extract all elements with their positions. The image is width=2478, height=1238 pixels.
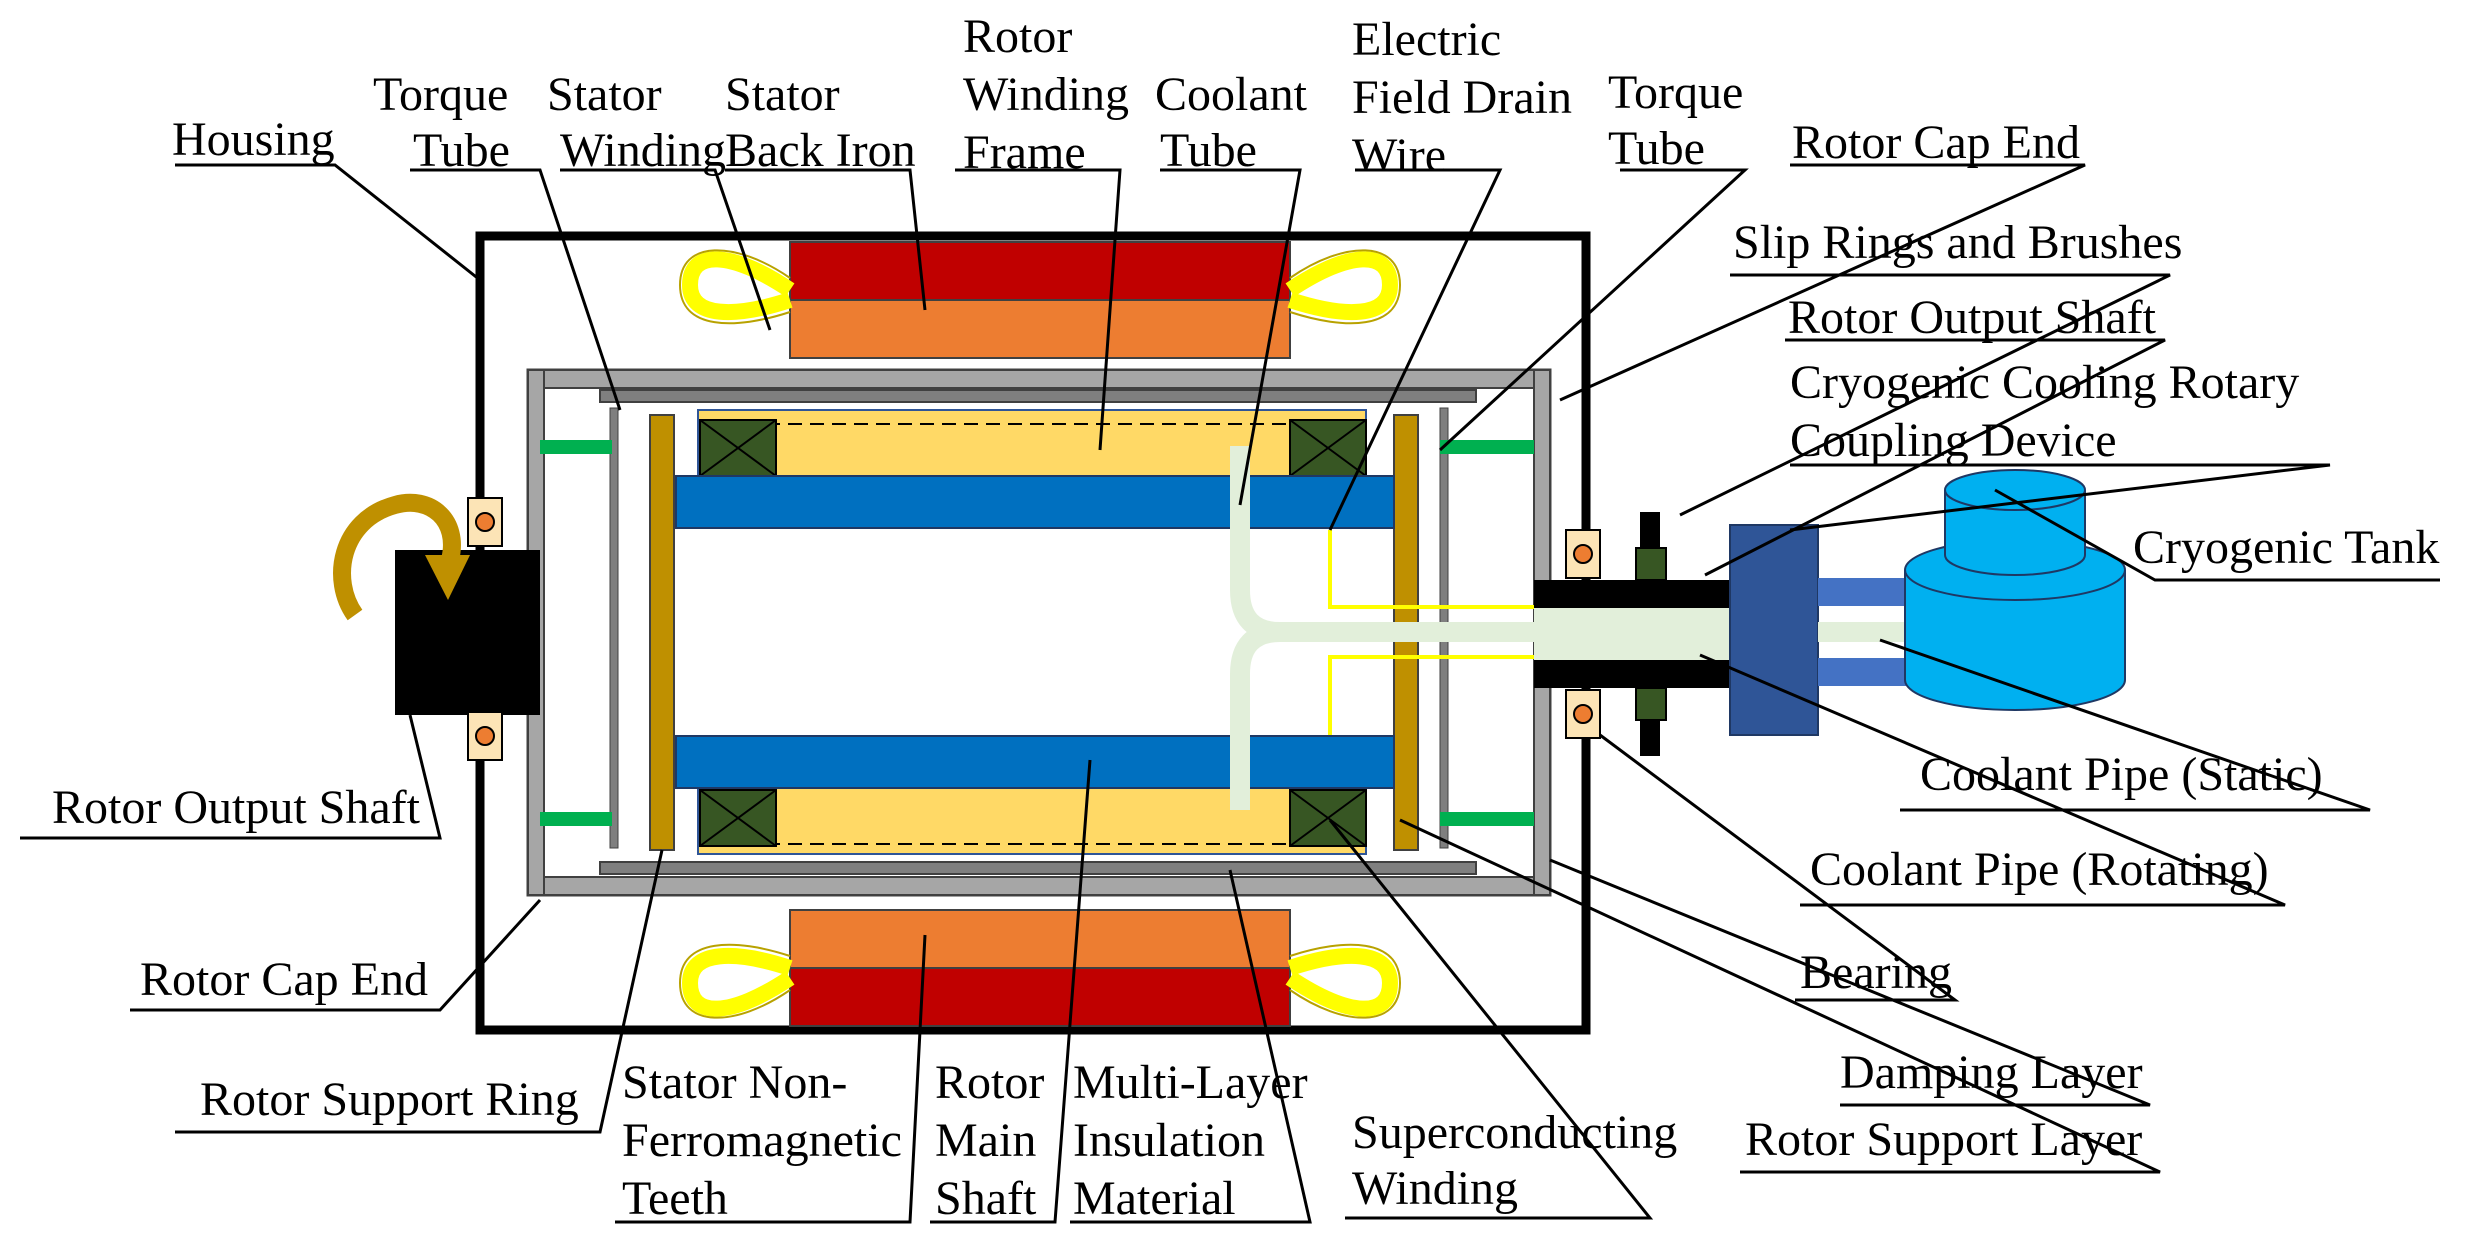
- shaft-passage-green: [1534, 608, 1734, 660]
- damping-layer-top-right: [1440, 440, 1534, 454]
- label-coolant-tube: Coolant Tube: [1155, 68, 1319, 177]
- label-rotor-cap-end-top: Rotor Cap End: [1792, 116, 2080, 169]
- stator-back-iron-top: [789, 241, 1291, 301]
- superconducting-coil-bottom-left: [699, 789, 777, 847]
- coolant-pipe-rotating: [1818, 622, 1926, 642]
- label-rotor-main-shaft: Rotor Main Shaft: [935, 1056, 1056, 1225]
- label-slip-rings-and-brushes: Slip Rings and Brushes: [1733, 216, 2182, 269]
- label-stator-back-iron: Stator Back Iron: [725, 68, 916, 177]
- rotor-output-shaft-right-bottom: [1534, 660, 1734, 688]
- stator-winding-bottom: [789, 909, 1291, 969]
- end-winding-top-right: [1285, 251, 1399, 321]
- label-rotor-cap-end-bottom: Rotor Cap End: [140, 953, 428, 1006]
- label-rotor-output-shaft-right: Rotor Output Shaft: [1788, 291, 2157, 344]
- bearing-left-bottom: [467, 711, 503, 761]
- label-coolant-pipe-rotating: Coolant Pipe (Rotating): [1810, 843, 2269, 896]
- stator-winding-top: [789, 299, 1291, 359]
- label-bearing: Bearing: [1800, 946, 1952, 999]
- label-cryogenic-tank: Cryogenic Tank: [2133, 521, 2439, 574]
- label-superconducting-winding: Superconducting Winding: [1352, 1106, 1689, 1215]
- label-rotor-output-shaft-left: Rotor Output Shaft: [52, 781, 421, 834]
- rotor-cap-end-bottom-bar: [527, 876, 1551, 896]
- label-housing: Housing: [172, 113, 335, 166]
- end-winding-bottom-left: [681, 947, 795, 1017]
- multi-layer-insulation-bottom: [599, 861, 1477, 875]
- damping-layer-top-left: [540, 440, 612, 454]
- rotor-output-shaft-right-top: [1534, 580, 1734, 608]
- end-winding-bottom-right: [1285, 947, 1399, 1017]
- slip-ring-bottom: [1635, 687, 1667, 721]
- bearing-right-top: [1565, 529, 1601, 579]
- superconducting-coil-bottom-right: [1289, 789, 1367, 847]
- rotation-arrow-icon: [333, 493, 470, 621]
- torque-tube-left: [609, 407, 619, 849]
- end-winding-bottom-right-outline: [1289, 943, 1402, 1019]
- label-rotor-support-ring: Rotor Support Ring: [200, 1073, 579, 1126]
- superconducting-coil-top-right: [1289, 419, 1367, 477]
- damping-layer-bottom-right: [1440, 812, 1534, 826]
- end-winding-bottom-left-outline: [678, 943, 791, 1019]
- label-torque-tube-left: Torque Tube: [373, 68, 520, 177]
- cryogenic-tank: [1904, 469, 2126, 711]
- bearing-right-bottom: [1565, 689, 1601, 739]
- coolant-tube: [1230, 446, 1925, 810]
- label-damping-layer: Damping Layer: [1840, 1046, 2143, 1099]
- label-stator-winding: Stator Winding: [547, 68, 726, 177]
- end-winding-top-right-outline: [1289, 249, 1402, 325]
- label-rotor-support-layer: Rotor Support Layer: [1745, 1113, 2142, 1166]
- label-multi-layer-insulation: Multi-Layer Insulation Material: [1073, 1056, 1320, 1225]
- rotor-output-shaft-left: [395, 550, 540, 715]
- superconducting-coil-top-left: [699, 419, 777, 477]
- damping-layer-bottom-left: [540, 812, 612, 826]
- label-cryogenic-cooling-rotary-coupling: Cryogenic Cooling Rotary Coupling Device: [1790, 356, 2311, 467]
- end-winding-top-left: [681, 251, 795, 321]
- slip-ring-top: [1635, 547, 1667, 581]
- label-rotor-winding-frame: Rotor Winding Frame: [963, 10, 1141, 179]
- end-winding-top-left-outline: [678, 249, 791, 325]
- multi-layer-insulation-top: [599, 389, 1477, 403]
- slip-ring-brush-bottom: [1640, 720, 1660, 756]
- rotor-winding-frame-top: [697, 409, 1367, 477]
- bearing-left-top: [467, 497, 503, 547]
- rotor-main-shaft-bottom: [675, 735, 1395, 789]
- rotor-main-shaft-top: [675, 475, 1395, 529]
- slip-ring-brush-top: [1640, 512, 1660, 548]
- stator-back-iron-bottom: [789, 967, 1291, 1027]
- label-torque-tube-right: Torque Tube: [1608, 66, 1755, 175]
- rotor-support-ring-left: [649, 414, 675, 851]
- label-electric-field-drain-wire: Electric Field Drain Wire: [1352, 13, 1584, 182]
- label-stator-non-ferromagnetic-teeth: Stator Non- Ferromagnetic Teeth: [622, 1056, 914, 1225]
- leader-lines: [20, 163, 2440, 1224]
- label-coolant-pipe-static: Coolant Pipe (Static): [1920, 748, 2323, 801]
